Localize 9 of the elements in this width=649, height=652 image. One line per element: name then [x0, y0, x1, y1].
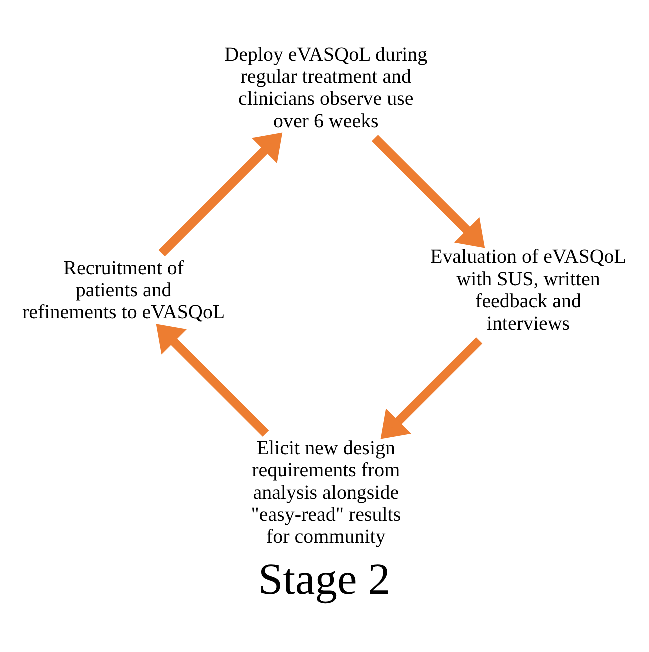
node-text: Deploy eVASQoL during regular treatment and clinicians observe use over 6 weeks: [224, 44, 428, 132]
arrow: [372, 135, 486, 248]
node-text: Elicit new design requirements from analysis alongside "easy-read" results for community: [251, 437, 402, 548]
diagram-title: Stage 2: [258, 554, 390, 604]
arrow: [156, 324, 270, 437]
node-text: Evaluation of eVASQoL with SUS, written feedback and interviews: [430, 246, 626, 335]
node-text: Recruitment of patients and refinements to eVASQoL: [22, 257, 226, 324]
arrow: [158, 132, 283, 257]
arrow: [380, 337, 483, 440]
